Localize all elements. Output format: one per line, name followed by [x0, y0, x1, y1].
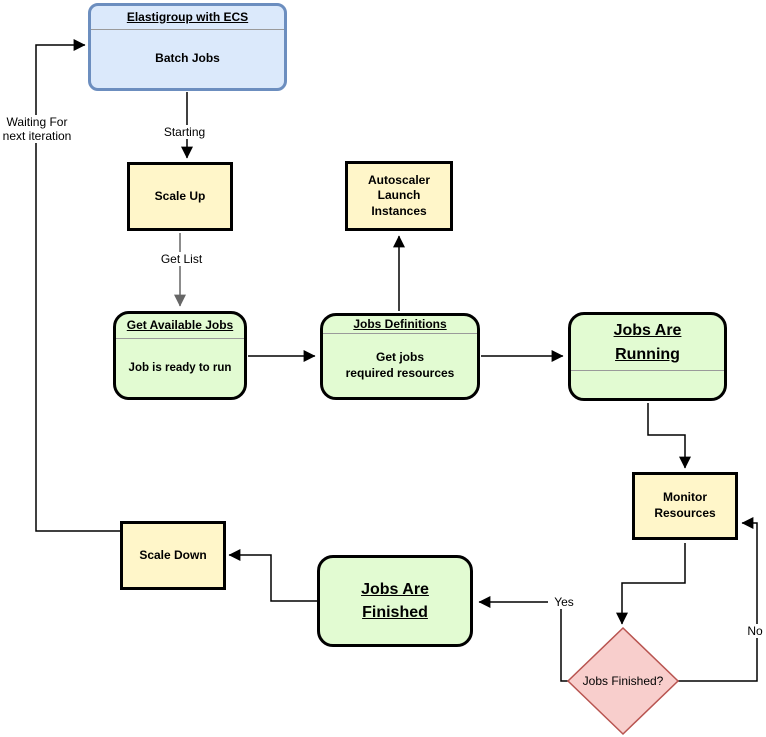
jobs-definitions-title: Jobs Definitions	[323, 316, 477, 334]
node-scale-down: Scale Down	[120, 521, 226, 590]
node-get-available-jobs: Get Available Jobs Job is ready to run	[113, 311, 247, 400]
edge-jobs-are-running-to-monitor	[647, 403, 691, 469]
edge-scale-down-to-batch-jobs	[35, 39, 120, 532]
edge-jobs-are-finished-to-scale-down	[228, 549, 317, 602]
jobs-finished-diamond-shape	[566, 626, 680, 736]
edge-label-yes: Yes	[548, 595, 580, 609]
node-jobs-definitions: Jobs Definitions Get jobs required resou…	[320, 313, 480, 400]
get-available-jobs-title: Get Available Jobs	[116, 314, 244, 339]
batch-jobs-title: Elastigroup with ECS	[91, 6, 284, 30]
edge-no-to-monitor	[678, 517, 758, 682]
jobs-finished-decision-label: Jobs Finished?	[582, 674, 664, 688]
get-available-jobs-body: Job is ready to run	[128, 362, 232, 374]
batch-jobs-body: Batch Jobs	[155, 51, 220, 66]
node-jobs-are-finished: Jobs Are Finished	[317, 555, 473, 647]
node-monitor-resources: Monitor Resources	[632, 472, 738, 540]
edge-label-waiting-for-next-iteration: Waiting For next iteration	[0, 115, 74, 143]
jobs-definitions-body: Get jobs required resources	[345, 349, 455, 380]
edge-monitor-to-jobs-finished	[616, 543, 686, 625]
edge-yes-to-jobs-are-finished	[478, 596, 568, 682]
node-scale-up: Scale Up	[127, 162, 233, 231]
node-autoscaler-launch-instances: Autoscaler Launch Instances	[345, 161, 453, 231]
jobs-are-running-title: Jobs Are Running	[571, 315, 724, 371]
node-jobs-are-running: Jobs Are Running	[568, 312, 727, 401]
edge-label-get-list: Get List	[154, 252, 209, 266]
jobs-are-running-body	[571, 371, 724, 398]
node-batch-jobs: Elastigroup with ECS Batch Jobs	[88, 3, 287, 91]
edge-label-no: No	[742, 624, 766, 638]
edge-label-starting: Starting	[160, 125, 209, 139]
